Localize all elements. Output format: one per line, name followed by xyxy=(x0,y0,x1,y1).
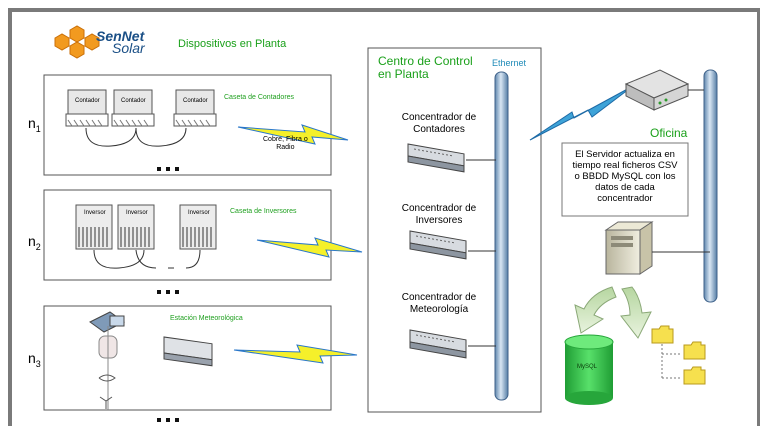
ellipsis-dots xyxy=(157,167,179,422)
contador-devices xyxy=(65,89,217,147)
mysql-label: MySQL xyxy=(577,364,598,370)
control-center-box xyxy=(367,47,542,413)
group-label-contadores: Caseta de Contadores xyxy=(224,94,295,101)
node-label-2: n2 xyxy=(28,233,41,252)
inversor-label-3: Inversor xyxy=(188,210,210,216)
concentrator-switches xyxy=(407,143,496,359)
met-device xyxy=(163,336,213,367)
ethernet-label: Ethernet xyxy=(492,58,527,68)
office-pipe xyxy=(703,69,718,303)
contador-label-3: Contador xyxy=(183,98,208,104)
server-description: El Servidor actualiza en tiempo real fic… xyxy=(572,149,678,204)
ethernet-pipe xyxy=(494,71,509,401)
page-title: Dispositivos en Planta xyxy=(178,38,287,50)
office-router xyxy=(624,69,704,111)
contador-label-2: Contador xyxy=(121,98,146,104)
down-arrows xyxy=(574,286,652,339)
brand-bottom: Solar xyxy=(112,40,145,56)
group-label-inversores: Caseta de Inversores xyxy=(230,208,297,215)
weather-sensors xyxy=(89,311,125,410)
server-tower xyxy=(604,221,710,275)
office-title: Oficina xyxy=(650,126,688,140)
contador-label-1: Contador xyxy=(75,98,100,104)
server-info-box xyxy=(561,142,689,217)
group-label-estacion: Estación Meteorológica xyxy=(170,315,243,322)
inversor-label-2: Inversor xyxy=(126,210,148,216)
inversor-devices xyxy=(75,204,217,269)
brand-top: SenNet xyxy=(96,28,145,44)
node-label-3: n3 xyxy=(28,350,41,369)
node-label-1: n1 xyxy=(28,115,41,134)
folder-tree xyxy=(651,325,706,385)
mysql-database xyxy=(564,334,614,405)
outer-frame xyxy=(8,8,760,426)
logo-hexagons xyxy=(54,25,100,59)
inversor-label-1: Inversor xyxy=(84,210,106,216)
